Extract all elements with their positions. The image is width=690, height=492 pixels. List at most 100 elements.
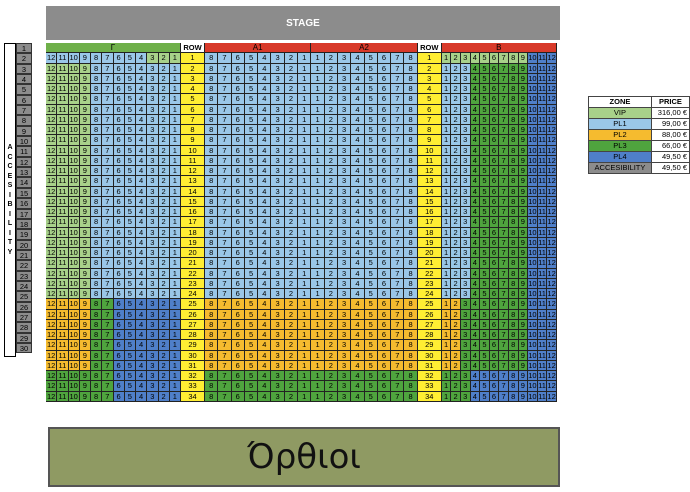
seat-gamma[interactable]: 4 [136,176,148,187]
seat-gamma[interactable]: 10 [68,299,80,310]
seat-b[interactable]: 11 [537,371,548,382]
seat-a2[interactable]: 8 [404,268,418,279]
seat-gamma[interactable]: 9 [79,207,91,218]
seat-b[interactable]: 6 [489,94,500,105]
seat-a2[interactable]: 7 [391,166,405,177]
seat-b[interactable]: 6 [489,207,500,218]
seat-gamma[interactable]: 1 [169,319,181,330]
seat-a1[interactable]: 3 [271,155,285,166]
seat-a1[interactable]: 1 [298,155,312,166]
seat-b[interactable]: 1 [441,371,452,382]
seat-gamma[interactable]: 5 [124,258,136,269]
seat-b[interactable]: 4 [470,391,481,402]
seat-a1[interactable]: 7 [218,53,232,64]
seat-b[interactable]: 12 [547,155,557,166]
seat-gamma[interactable]: 2 [158,258,170,269]
seat-a2[interactable]: 4 [351,217,365,228]
seat-gamma[interactable]: 9 [79,186,91,197]
seat-a1[interactable]: 4 [258,289,272,300]
seat-b[interactable]: 10 [528,155,538,166]
seat-a2[interactable]: 8 [404,330,418,341]
seat-a2[interactable]: 3 [337,319,352,330]
seat-gamma[interactable]: 6 [113,391,125,402]
seat-b[interactable]: 12 [547,53,557,64]
seat-gamma[interactable]: 3 [147,330,159,341]
seat-gamma[interactable]: 2 [158,237,170,248]
seat-b[interactable]: 1 [441,258,452,269]
seat-b[interactable]: 9 [518,196,529,207]
seat-b[interactable]: 12 [547,217,557,228]
seat-a2[interactable]: 1 [311,125,325,136]
seat-gamma[interactable]: 6 [113,63,125,74]
seat-a2[interactable]: 2 [324,84,338,95]
seat-b[interactable]: 6 [489,371,500,382]
seat-a1[interactable]: 6 [231,135,245,146]
seat-a1[interactable]: 3 [271,381,285,392]
seat-b[interactable]: 1 [441,155,452,166]
seat-gamma[interactable]: 11 [57,207,69,218]
seat-a1[interactable]: 7 [218,94,232,105]
seat-a1[interactable]: 6 [231,63,245,74]
seat-gamma[interactable]: 9 [79,125,91,136]
seat-a1[interactable]: 7 [218,381,232,392]
seat-a1[interactable]: 5 [244,94,259,105]
seat-gamma[interactable]: 12 [46,186,58,197]
seat-gamma[interactable]: 1 [169,135,181,146]
seat-a2[interactable]: 6 [377,309,392,320]
seat-b[interactable]: 2 [451,104,461,115]
seat-gamma[interactable]: 7 [102,53,114,64]
seat-a2[interactable]: 2 [324,309,338,320]
seat-gamma[interactable]: 5 [124,248,136,259]
seat-b[interactable]: 11 [537,258,548,269]
seat-a1[interactable]: 8 [205,94,219,105]
seat-a2[interactable]: 5 [364,330,378,341]
seat-a1[interactable]: 3 [271,84,285,95]
seat-b[interactable]: 7 [499,289,509,300]
seat-gamma[interactable]: 9 [79,309,91,320]
seat-gamma[interactable]: 10 [68,135,80,146]
seat-a1[interactable]: 5 [244,53,259,64]
seat-a1[interactable]: 7 [218,299,232,310]
seat-a2[interactable]: 5 [364,340,378,351]
seat-a2[interactable]: 5 [364,217,378,228]
seat-b[interactable]: 9 [518,309,529,320]
seat-a2[interactable]: 4 [351,289,365,300]
seat-a2[interactable]: 7 [391,125,405,136]
seat-a1[interactable]: 8 [205,145,219,156]
seat-gamma[interactable]: 2 [158,196,170,207]
seat-b[interactable]: 8 [508,207,519,218]
seat-a1[interactable]: 7 [218,391,232,402]
seat-a1[interactable]: 6 [231,371,245,382]
seat-b[interactable]: 9 [518,268,529,279]
seat-gamma[interactable]: 8 [91,114,103,125]
seat-b[interactable]: 6 [489,391,500,402]
seat-a2[interactable]: 7 [391,227,405,238]
seat-gamma[interactable]: 3 [147,155,159,166]
seat-a1[interactable]: 5 [244,248,259,259]
seat-a1[interactable]: 7 [218,196,232,207]
seat-b[interactable]: 4 [470,350,481,361]
seat-a1[interactable]: 8 [205,53,219,64]
seat-b[interactable]: 6 [489,145,500,156]
seat-b[interactable]: 7 [499,176,509,187]
seat-a2[interactable]: 3 [337,237,352,248]
seat-a1[interactable]: 3 [271,114,285,125]
seat-gamma[interactable]: 1 [169,248,181,259]
seat-gamma[interactable]: 4 [136,84,148,95]
seat-a1[interactable]: 4 [258,53,272,64]
seat-gamma[interactable]: 6 [113,53,125,64]
seat-b[interactable]: 2 [451,53,461,64]
seat-b[interactable]: 5 [480,237,490,248]
seat-a2[interactable]: 5 [364,94,378,105]
seat-a2[interactable]: 6 [377,155,392,166]
seat-b[interactable]: 12 [547,145,557,156]
seat-gamma[interactable]: 11 [57,360,69,371]
seat-a1[interactable]: 6 [231,114,245,125]
seat-a2[interactable]: 2 [324,176,338,187]
seat-gamma[interactable]: 1 [169,145,181,156]
seat-gamma[interactable]: 8 [91,84,103,95]
seat-b[interactable]: 10 [528,330,538,341]
seat-a1[interactable]: 7 [218,125,232,136]
seat-b[interactable]: 2 [451,227,461,238]
seat-a2[interactable]: 5 [364,145,378,156]
